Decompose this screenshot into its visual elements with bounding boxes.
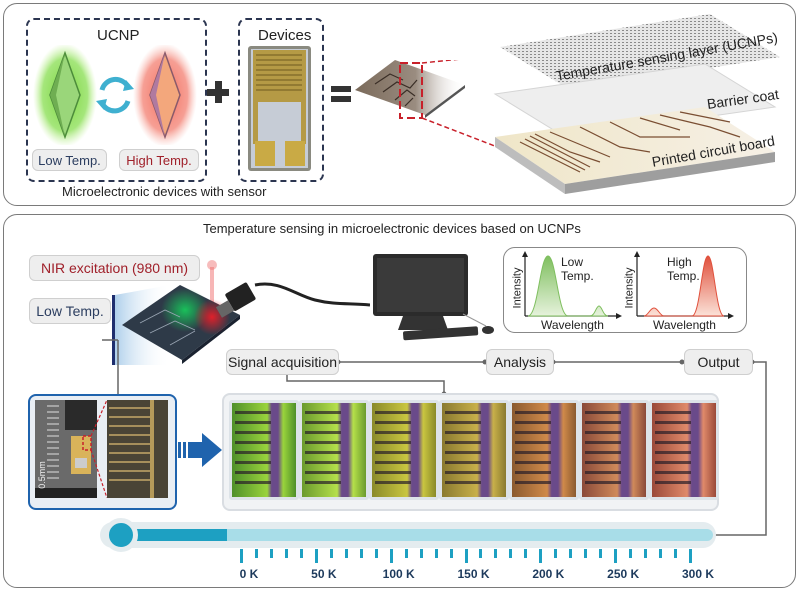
minor-tick <box>674 549 678 558</box>
tick-label: 200 K <box>532 567 565 581</box>
minor-tick <box>269 549 273 558</box>
devices-title: Devices <box>258 27 312 44</box>
minor-tick <box>449 549 453 558</box>
ucnp-crystals-illustration <box>33 45 197 145</box>
bottom-panel-title: Temperature sensing in microelectronic d… <box>203 221 581 236</box>
high-temp-chip: High Temp. <box>119 149 199 171</box>
ucnp-layer <box>500 14 780 90</box>
mouse <box>482 326 494 334</box>
minor-tick <box>629 549 633 558</box>
zoom-marker <box>82 435 92 451</box>
microscope-image <box>229 400 299 500</box>
minor-tick <box>569 549 573 558</box>
spectrum-curve-low <box>527 255 609 317</box>
microscope-image <box>369 400 439 500</box>
minor-tick <box>644 549 648 558</box>
minor-tick <box>599 549 603 558</box>
tick-label: 150 K <box>457 567 490 581</box>
plus-icon <box>207 81 229 103</box>
minor-tick <box>404 549 408 558</box>
temp-label-low-2: Temp. <box>561 269 594 283</box>
major-tick <box>539 549 543 563</box>
minor-tick <box>329 549 333 558</box>
xlabel-low: Wavelength <box>541 318 604 332</box>
keyboard <box>403 326 479 341</box>
major-tick <box>389 549 393 563</box>
microscope-image <box>299 400 369 500</box>
minor-tick <box>284 549 288 558</box>
minor-tick <box>419 549 423 558</box>
ucnp-box <box>26 18 207 182</box>
tick-label: 300 K <box>681 567 715 581</box>
thermometer-bulb[interactable] <box>104 518 138 552</box>
equals-icon <box>331 86 351 102</box>
minor-tick <box>359 549 363 558</box>
spectra-box <box>503 247 747 333</box>
ucnp-title: UCNP <box>97 27 140 44</box>
pcb-with-sensor <box>355 60 500 149</box>
minor-tick <box>554 549 558 558</box>
temp-label-high-2: Temp. <box>667 269 700 283</box>
microscope-image <box>439 400 509 500</box>
barrier-coat-layer <box>493 63 777 138</box>
electrode-zoom-photo <box>107 400 168 498</box>
minor-tick <box>374 549 378 558</box>
camera-cable <box>254 282 370 307</box>
low-temp-chip: Low Temp. <box>32 149 107 171</box>
computer-icon <box>373 254 494 341</box>
tick-label: 0 K <box>239 567 259 581</box>
flow-step-analysis: Analysis <box>486 349 554 375</box>
device-microscope-photos <box>35 400 168 498</box>
minor-tick <box>299 549 303 558</box>
minor-tick <box>584 549 588 558</box>
temp-label-high-1: High <box>667 255 692 269</box>
microscope-image <box>509 400 579 500</box>
minor-tick <box>509 549 513 558</box>
spectrum-chart-low <box>522 251 622 319</box>
scale-bar-label: 0.5mm <box>36 461 47 489</box>
microscope-image <box>649 400 719 500</box>
major-tick <box>314 549 318 563</box>
minor-tick <box>659 549 663 558</box>
spectrum-curve-high <box>643 255 725 317</box>
camera-icon <box>215 282 256 318</box>
major-tick <box>240 549 243 563</box>
tick-label: 100 K <box>382 567 415 581</box>
laser-source-icon <box>207 260 217 270</box>
minor-tick <box>434 549 438 558</box>
minor-tick <box>524 549 528 558</box>
sensor-bar <box>112 295 115 365</box>
major-tick <box>614 549 618 563</box>
xlabel-high: Wavelength <box>653 318 716 332</box>
sensing-setup-illustration <box>112 260 370 365</box>
spectrum-chart-high <box>634 251 734 319</box>
flow-step-output: Output <box>684 349 753 375</box>
low-temp-chip-bottom: Low Temp. <box>29 298 111 324</box>
minor-tick <box>344 549 348 558</box>
major-tick <box>464 549 468 563</box>
minor-tick <box>494 549 498 558</box>
nir-excitation-chip: NIR excitation (980 nm) <box>29 255 200 281</box>
device-photo <box>248 46 311 171</box>
layer-stack-illustration <box>493 14 780 194</box>
flow-step-signal-acquisition: Signal acquisition <box>226 349 339 375</box>
tick-label: 250 K <box>607 567 640 581</box>
minor-tick <box>479 549 483 558</box>
microscope-image <box>579 400 649 500</box>
thermometer-bar <box>125 529 713 541</box>
caption: Microelectronic devices with sensor <box>62 184 267 199</box>
tick-label: 50 K <box>311 567 337 581</box>
devices-box <box>238 18 324 182</box>
arrow-right-icon <box>178 433 222 467</box>
minor-tick <box>254 549 258 558</box>
thermometer-fill <box>125 529 227 541</box>
major-tick <box>689 549 692 563</box>
temp-label-low-1: Low <box>561 255 584 269</box>
zoom-region-marker <box>399 62 423 119</box>
